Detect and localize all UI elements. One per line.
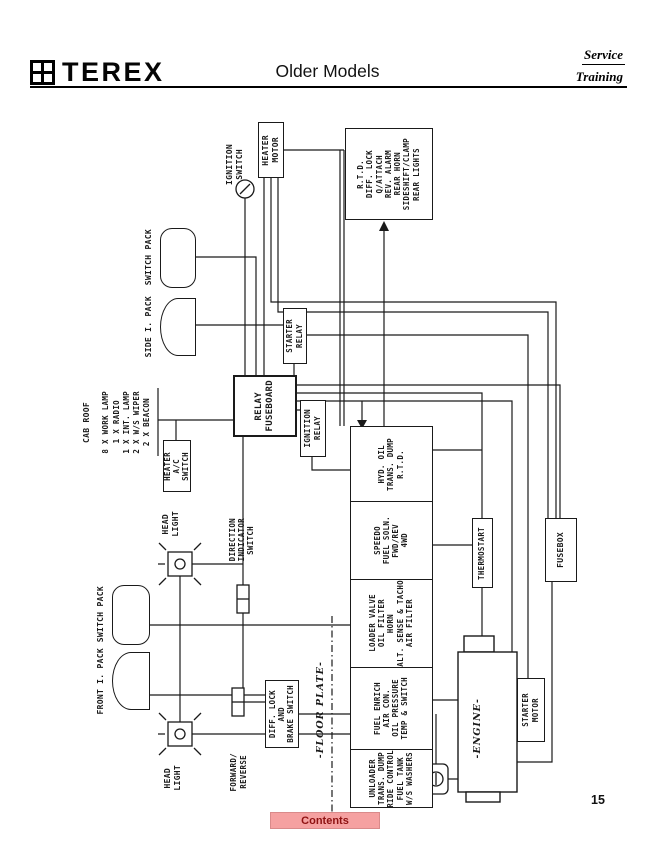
page-title: Older Models (275, 61, 380, 81)
front-i-pack-shape (112, 652, 150, 710)
brand-text: TEREX (62, 57, 165, 87)
tagline-training: Training (573, 69, 625, 87)
thermostart-box: THERMOSTART (472, 518, 493, 588)
headlight-bottom-symbol (158, 712, 202, 756)
services-section-loader: LOADER VALVE OIL FILTER HORN ALT. SENSE … (351, 579, 432, 667)
services-section-speedo: SPEEDO FUEL SOLN. FWD/REV 4WD (351, 501, 432, 579)
services-section-hydraulics: HYD. OIL TRANS. DUMP R.T.D. (377, 437, 405, 491)
side-i-pack-label: SIDE I. PACK (143, 296, 153, 358)
services-box: HYD. OIL TRANS. DUMP R.T.D. SPEEDO FUEL … (350, 426, 433, 808)
switch-pack-top-label: SWITCH PACK (143, 228, 153, 286)
tagline-service: Service (582, 47, 625, 65)
engine-outline (457, 635, 518, 803)
head-light-top-label: HEAD LIGHT (160, 511, 180, 537)
indicator-switch-symbol (236, 584, 250, 614)
switch-pack-left-shape (112, 585, 150, 645)
engine-label: -ENGINE- (471, 697, 483, 759)
header-rule (30, 86, 627, 88)
relay-fuseboard-box: RELAY FUSEBOARD (233, 375, 297, 437)
header-tagline: Service Training (573, 46, 625, 90)
switch-pack-top-shape (160, 228, 196, 288)
ignition-relay-box: IGNITION RELAY (300, 400, 326, 457)
switch-pack-left-label: SWITCH PACK (95, 585, 105, 643)
heater-motor-box: HEATER MOTOR (258, 122, 284, 178)
services-section-unloader: UNLOADER TRANS. DUMP RIDE CONTROL FUEL T… (351, 748, 432, 807)
terex-logo: TEREX (30, 57, 165, 88)
headlight-top-symbol (158, 542, 202, 586)
starter-relay-box: STARTER RELAY (283, 308, 307, 364)
front-i-pack-label: FRONT I. PACK (95, 647, 105, 715)
services-section-fuel: FUEL ENRICH AIR CON. OIL PRESSURE TEMP &… (351, 666, 432, 749)
down-arrow-icon (357, 420, 367, 429)
heater-ac-switch-box: HEATER A/C SWITCH (163, 440, 191, 492)
contents-button[interactable]: Contents (270, 812, 380, 829)
floor-plate-label: -FLOOR PLATE- (315, 660, 327, 759)
fusebox-box: FUSEBOX (545, 518, 577, 582)
starter-motor-box: STARTER MOTOR (517, 678, 545, 742)
ignition-switch-label: IGNITION SWITCH (224, 143, 244, 185)
rear-loom-box: R.T.D. DIFF. LOCK Q/ATTACH REV. ALARM RE… (345, 128, 433, 220)
diff-lock-brake-switch-box: DIFF. LOCK AND BRAKE SWITCH (265, 680, 299, 748)
cab-roof-title: CAB ROOF (81, 401, 91, 443)
ignition-key-symbol (235, 179, 255, 199)
terex-logo-icon (30, 60, 55, 85)
side-i-pack-shape (160, 298, 196, 356)
direction-indicator-switch-label: DIRECTION INDICATOR SWITCH (227, 518, 256, 562)
cab-roof-list: 8 X WORK LAMP 1 X RADIO 1 X INT. LAMP 2 … (101, 390, 152, 454)
head-light-bottom-label: HEAD LIGHT (162, 765, 182, 791)
page-number: 15 (591, 793, 605, 807)
forward-reverse-label: FORWARD/ REVERSE (229, 752, 248, 792)
up-arrow-icon (379, 221, 389, 231)
forward-reverse-switch-symbol (231, 687, 245, 717)
